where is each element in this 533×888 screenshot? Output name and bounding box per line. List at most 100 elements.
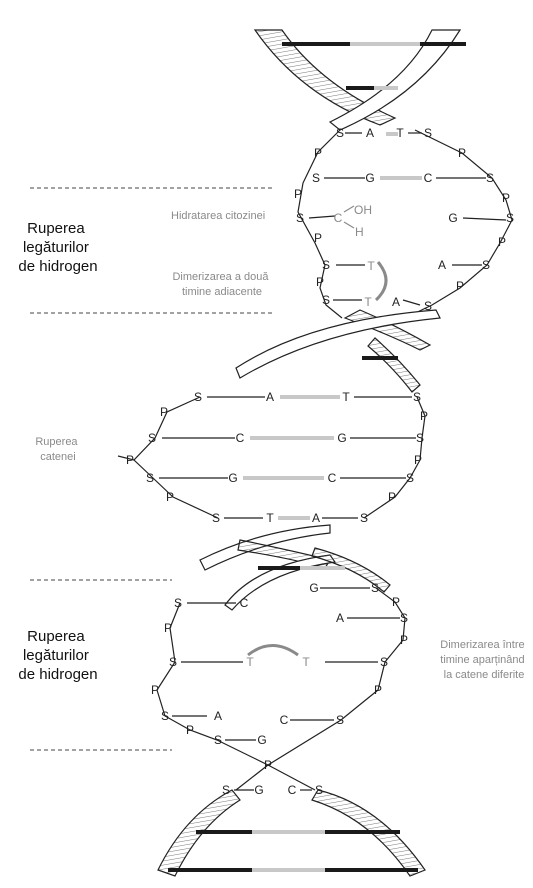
- guanine-base: G: [448, 211, 457, 225]
- cytosine-hydration-label: Hidratarea citozinei: [171, 210, 265, 222]
- phosphate-node: P: [294, 187, 302, 201]
- hydroxyl-group: OH: [354, 203, 372, 217]
- top-helix: [255, 30, 466, 130]
- guanine-base: G: [337, 431, 346, 445]
- adjacent-thymine-dimer-bond: [376, 262, 386, 300]
- thymine-base: T: [367, 259, 375, 273]
- phosphate-node: P: [388, 490, 396, 504]
- adenine-base: A: [336, 611, 344, 625]
- guanine-base: G: [309, 581, 318, 595]
- sugar-node: S: [360, 511, 368, 525]
- phosphate-node: P: [164, 621, 172, 635]
- phosphate-node: P: [151, 683, 159, 697]
- cytosine-base: C: [424, 171, 433, 185]
- sugar-node: S: [416, 431, 424, 445]
- interstrand-thymine-dimer-bond: [248, 646, 298, 656]
- lower-twist: [200, 525, 390, 610]
- adenine-base: A: [214, 709, 222, 723]
- guanine-base: G: [228, 471, 237, 485]
- adenine-base: A: [266, 390, 274, 404]
- sugar-node: S: [336, 713, 344, 727]
- hbond-break-bottom-line-3: de hidrogen: [18, 666, 97, 683]
- upper-backbone: [298, 130, 512, 318]
- interstrand-thymine-dimer-label: Dimerizarea între timine aparținând la c…: [440, 639, 527, 681]
- interstrand-dimer-line-3: la catene diferite: [444, 669, 525, 681]
- phosphate-node: P: [458, 146, 466, 160]
- phosphate-node: P: [186, 723, 194, 737]
- bottom-helix: [158, 790, 425, 876]
- phosphate-node: P: [420, 409, 428, 423]
- cytosine-base: C: [240, 596, 249, 610]
- cytosine-base: C: [288, 783, 297, 797]
- sugar-node: S: [169, 655, 177, 669]
- hbond-break-bottom-line-2: legăturilor: [23, 647, 89, 664]
- hbond-break-label-bottom: Ruperea legăturilor de hidrogen: [18, 628, 97, 683]
- guanine-base: G: [257, 733, 266, 747]
- sugar-node: S: [400, 611, 408, 625]
- thymine-base: T: [364, 295, 372, 309]
- sugar-node: S: [214, 733, 222, 747]
- hbond-break-label-top: Ruperea legăturilor de hidrogen: [18, 220, 97, 275]
- guanine-base: G: [365, 171, 374, 185]
- thymine-base: T: [302, 655, 310, 669]
- sugar-node: S: [174, 596, 182, 610]
- lower-backbone: [157, 588, 405, 790]
- cytosine-base: C: [334, 211, 343, 225]
- hbond-break-top-line-2: legăturilor: [23, 239, 89, 256]
- phosphate-node: P: [160, 405, 168, 419]
- sugar-node: S: [506, 211, 514, 225]
- nucleotide-nodes: SATSPPSGCSPPSCGSPPSTASPPSTASSATSPPSCGSPP…: [126, 126, 514, 797]
- sugar-node: S: [312, 171, 320, 185]
- thymine-base: T: [246, 655, 254, 669]
- phosphate-node: P: [166, 490, 174, 504]
- phosphate-node: P: [126, 453, 134, 467]
- sugar-node: S: [371, 581, 379, 595]
- thymine-base: T: [342, 390, 350, 404]
- phosphate-node: P: [502, 191, 510, 205]
- adjacent-thymine-dimer-line-1: Dimerizarea a două: [172, 271, 269, 283]
- guanine-base: G: [254, 783, 263, 797]
- phosphate-node: P: [316, 275, 324, 289]
- thymine-base: T: [266, 511, 274, 525]
- sugar-node: S: [322, 293, 330, 307]
- strand-break-line-1: Ruperea: [35, 436, 78, 448]
- adenine-base: A: [312, 511, 320, 525]
- phosphate-node: P: [392, 595, 400, 609]
- cytosine-base: C: [236, 431, 245, 445]
- hbond-break-top-line-1: Ruperea: [27, 220, 85, 237]
- interstrand-dimer-line-1: Dimerizarea între: [440, 639, 524, 651]
- phosphate-node: P: [264, 758, 272, 772]
- sugar-node: S: [482, 258, 490, 272]
- sugar-node: S: [486, 171, 494, 185]
- interstrand-dimer-line-2: timine aparținând: [440, 654, 524, 666]
- sugar-node: S: [148, 431, 156, 445]
- sugar-node: S: [322, 258, 330, 272]
- hbond-break-top-line-3: de hidrogen: [18, 258, 97, 275]
- sugar-node: S: [424, 299, 432, 313]
- phosphate-node: P: [314, 231, 322, 245]
- sugar-node: S: [406, 471, 414, 485]
- adjacent-thymine-dimer-line-2: timine adiacente: [182, 286, 262, 298]
- phosphate-node: P: [374, 683, 382, 697]
- sugar-node: S: [424, 126, 432, 140]
- adjacent-thymine-dimer-label: Dimerizarea a două timine adiacente: [172, 271, 271, 298]
- sugar-node: S: [194, 390, 202, 404]
- strand-break-label: Ruperea catenei: [35, 436, 80, 463]
- phosphate-node: P: [414, 453, 422, 467]
- sugar-node: S: [161, 709, 169, 723]
- sugar-node: S: [380, 655, 388, 669]
- adenine-base: A: [392, 295, 400, 309]
- adenine-base: A: [438, 258, 446, 272]
- cytosine-base: C: [328, 471, 337, 485]
- sugar-node: S: [222, 783, 230, 797]
- sugar-node: S: [413, 390, 421, 404]
- sugar-node: S: [336, 126, 344, 140]
- sugar-node: S: [146, 471, 154, 485]
- phosphate-node: P: [456, 279, 464, 293]
- sugar-node: S: [212, 511, 220, 525]
- phosphate-node: P: [400, 633, 408, 647]
- hydrogen-atom: H: [355, 225, 364, 239]
- sugar-node: S: [296, 211, 304, 225]
- thymine-base: T: [396, 126, 404, 140]
